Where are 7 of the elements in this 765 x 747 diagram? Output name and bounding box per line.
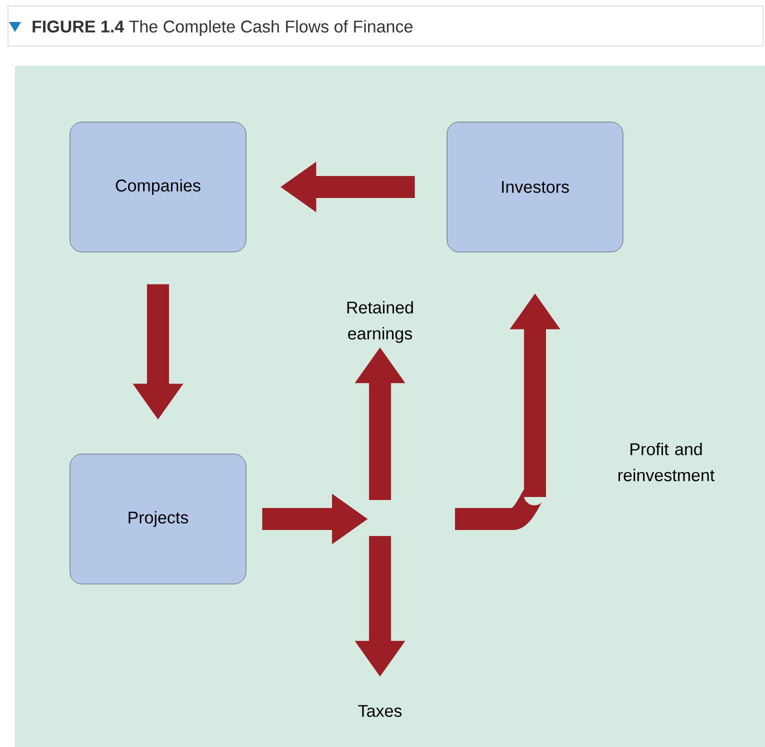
edge-label: Profit and reinvestment	[618, 442, 715, 482]
flow-label: Retained earnings	[347, 301, 413, 343]
process-box: Companies	[70, 122, 246, 252]
process-box: Investors	[446, 122, 624, 252]
figure-title: FIGURE 1.4 The Complete Cash Flows of Finance	[32, 20, 412, 36]
flow-label: Taxes	[358, 705, 402, 717]
process-box: Projects	[70, 454, 246, 584]
